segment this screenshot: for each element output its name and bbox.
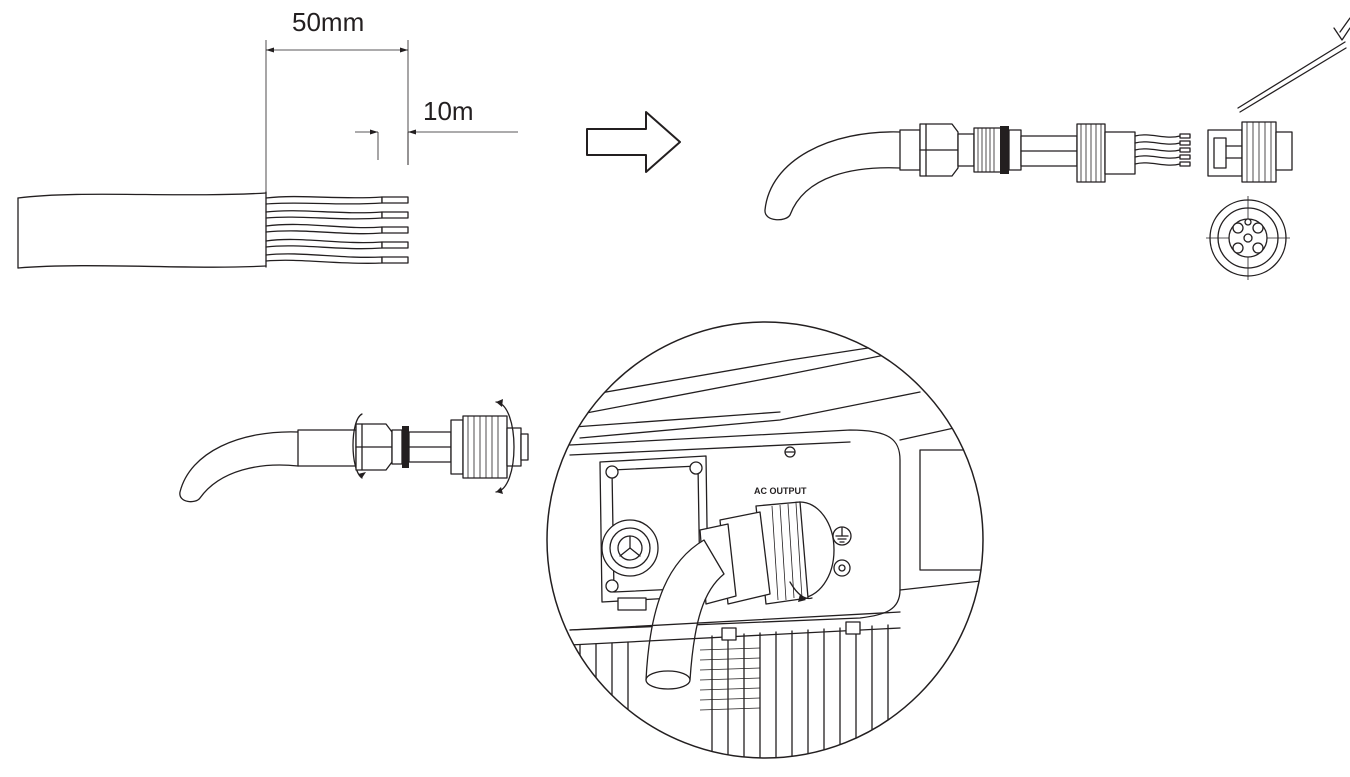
connector-wires <box>1134 133 1191 167</box>
stripped-cable-drawing: 50mm 10m <box>17 7 518 269</box>
connector-plug-insert <box>1207 121 1293 183</box>
cable-cores <box>265 195 409 264</box>
assembled-connector-drawing <box>179 399 529 503</box>
inverter-detail-view: AC OUTPUT <box>546 321 984 759</box>
arrow-right-icon <box>586 111 681 173</box>
dimension-50mm: 50mm <box>265 7 409 205</box>
screwdriver-icon <box>1237 17 1350 113</box>
connector-ribbed-seal <box>973 126 1022 174</box>
exploded-connector-drawing <box>764 17 1350 280</box>
connector-front-face <box>1206 196 1290 280</box>
port-label: AC OUTPUT <box>754 486 807 496</box>
dimension-10m: 10m <box>355 96 518 165</box>
connector-knurled-ring <box>1076 123 1136 183</box>
dimension-label-10m: 10m <box>423 96 474 126</box>
ground-symbol-icon <box>832 526 852 577</box>
dimension-label-50mm: 50mm <box>292 7 364 37</box>
